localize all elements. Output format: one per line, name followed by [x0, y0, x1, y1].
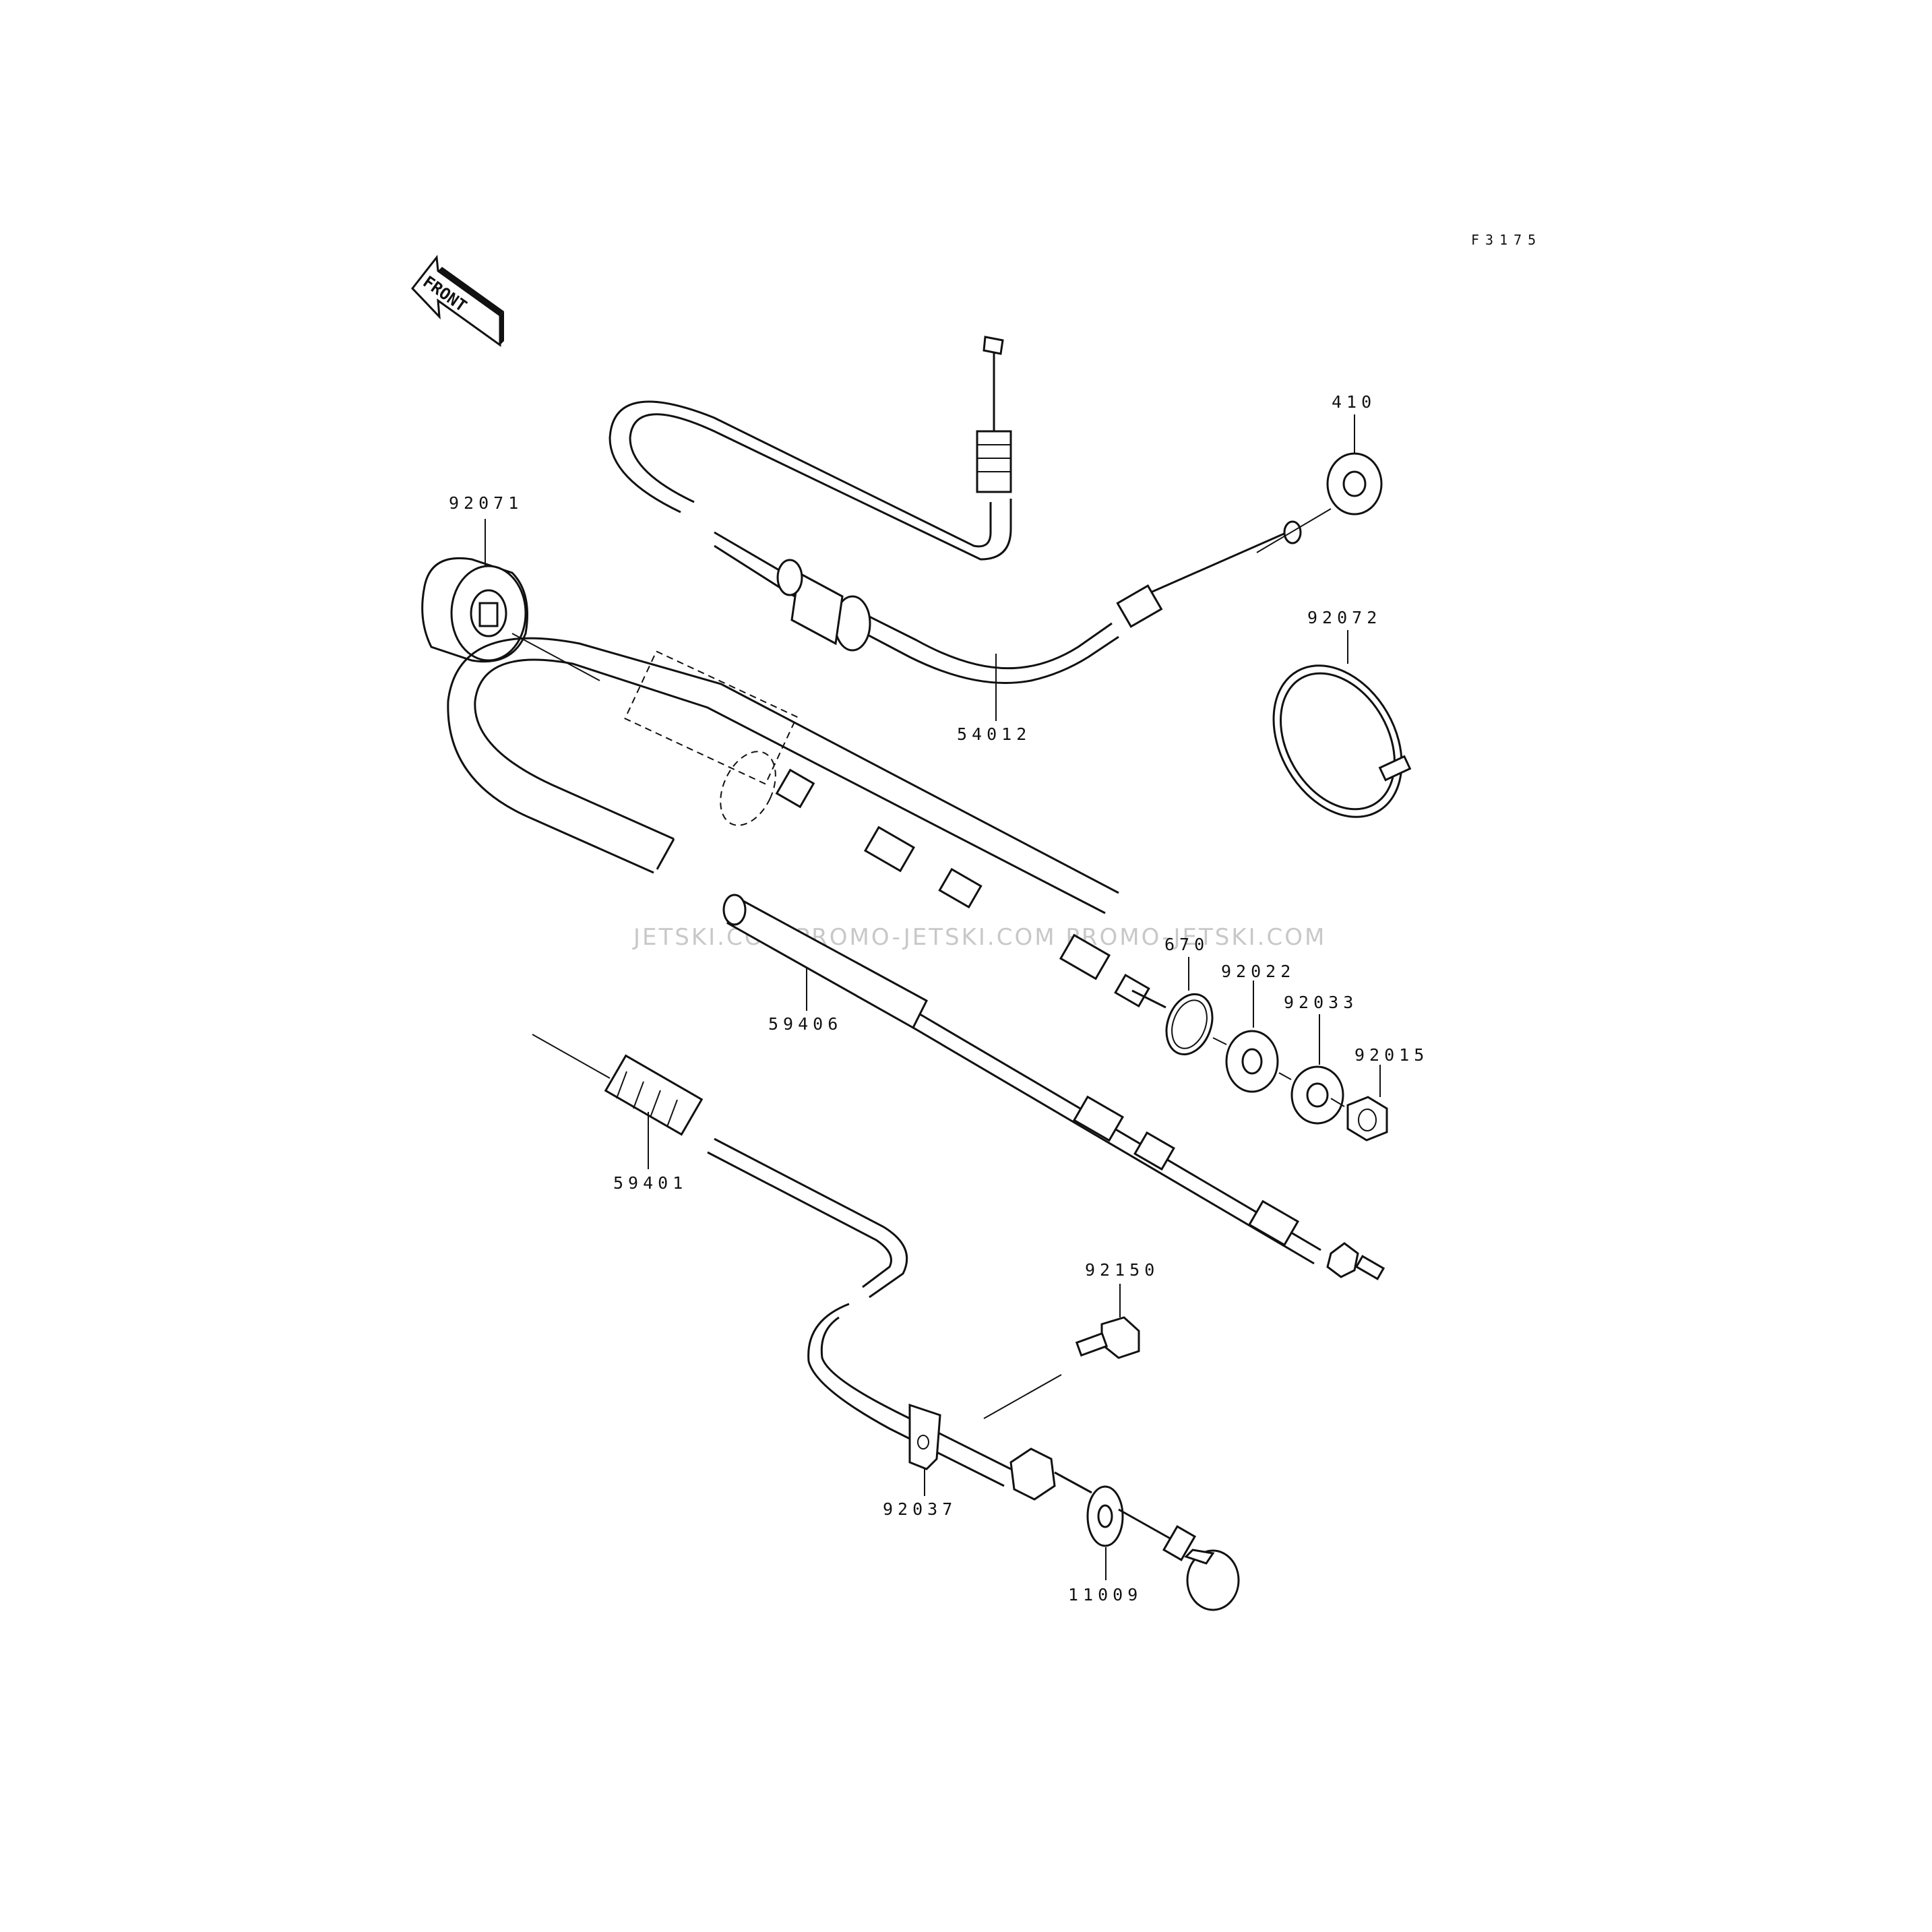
part-label-54012: 54012	[957, 724, 1031, 744]
cable-54012	[609, 336, 1302, 684]
part-label-92072: 92072	[1307, 608, 1381, 627]
cable-59406	[722, 894, 1385, 1280]
figure-code: F3175	[1471, 232, 1542, 248]
cable-59401	[532, 1034, 1240, 1611]
part-label-670: 670	[1164, 935, 1209, 954]
part-92037-clamp	[908, 1403, 941, 1470]
part-label-92037: 92037	[883, 1499, 957, 1519]
cable-end-nipple	[983, 336, 1004, 355]
cable-boot	[604, 1054, 704, 1136]
knob	[1186, 1549, 1240, 1611]
part-label-92150: 92150	[1085, 1260, 1159, 1280]
part-label-92015: 92015	[1354, 1045, 1429, 1065]
part-670-oring	[1165, 993, 1214, 1056]
part-92150-bolt	[1075, 1316, 1140, 1359]
part-label-59401: 59401	[613, 1173, 687, 1193]
part-92015-nut	[1346, 1096, 1388, 1142]
part-label-11009: 11009	[1068, 1585, 1142, 1604]
part-label-59406: 59406	[768, 1014, 842, 1034]
part-92071-roller	[421, 557, 528, 663]
part-label-92071: 92071	[449, 493, 523, 513]
main-cable	[447, 637, 1166, 1009]
part-label-92022: 92022	[1221, 962, 1295, 981]
part-92072-band	[1272, 664, 1412, 818]
cable-adjuster-nut	[976, 430, 1012, 493]
part-label-410: 410	[1332, 392, 1376, 412]
front-arrow-icon: FRONT	[411, 255, 504, 347]
part-label-92033: 92033	[1284, 993, 1358, 1012]
